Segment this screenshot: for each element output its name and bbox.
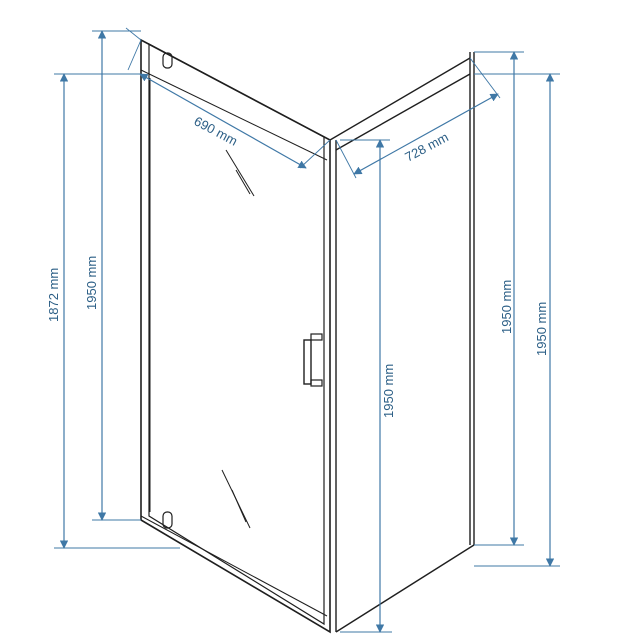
door-panel xyxy=(140,38,331,634)
handle-bottom-mount xyxy=(310,379,323,387)
side-bottom-edge xyxy=(335,544,475,633)
handle-top-mount xyxy=(310,333,323,341)
side-panel xyxy=(329,52,475,633)
door-handle xyxy=(303,333,323,387)
handle-grip xyxy=(303,339,312,385)
side-top-edge xyxy=(329,57,471,141)
dimension-side-width: 728 mm xyxy=(335,57,501,179)
door-width-label: 690 mm xyxy=(192,113,241,148)
dimension-door-height: 1950 mm xyxy=(84,30,141,521)
corner-height-label: 1950 mm xyxy=(381,364,396,418)
glass-reflection-bottom-b xyxy=(231,489,247,523)
side-outer-height-label: 1950 mm xyxy=(534,302,549,356)
side-inner-height-label: 1950 mm xyxy=(499,280,514,334)
door-bottom-rail xyxy=(140,515,328,617)
dimension-door-opening-height: 1872 mm xyxy=(46,73,180,549)
side-top-inner-edge xyxy=(335,73,471,151)
door-frame-inner xyxy=(148,43,325,626)
dimension-side-outer-height: 1950 mm xyxy=(474,73,560,567)
top-pivot-hinge xyxy=(162,52,173,69)
side-width-label: 728 mm xyxy=(402,129,451,164)
dimension-side-inner-height: 1950 mm xyxy=(474,51,524,546)
door-opening-height-label: 1872 mm xyxy=(46,268,61,322)
door-frame-outer xyxy=(140,38,331,634)
dimension-corner-height: 1950 mm xyxy=(340,139,396,633)
glass-reflection-top-a xyxy=(225,149,255,197)
door-height-label: 1950 mm xyxy=(84,256,99,310)
bottom-pivot-hinge xyxy=(162,511,173,529)
glass-reflection-top-b xyxy=(235,169,251,195)
